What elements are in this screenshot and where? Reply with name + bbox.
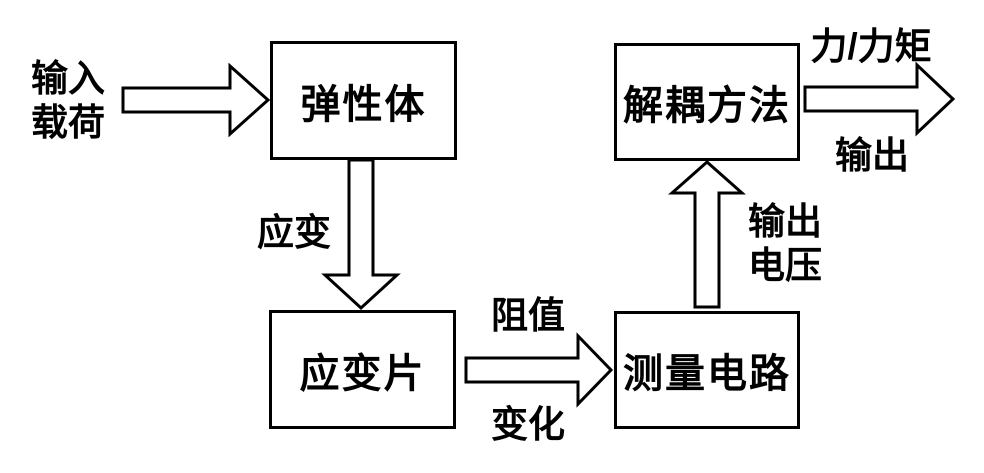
node-elastic-body-label: 弹性体 — [300, 82, 427, 127]
node-measurement-circuit-label: 测量电路 — [623, 352, 791, 396]
output-voltage-label-line2: 电压 — [748, 245, 822, 286]
resistance-label: 阻值 — [491, 295, 565, 336]
output-label: 输出 — [835, 135, 909, 176]
node-elastic-body: 弹性体 — [270, 41, 457, 160]
strain-label: 应变 — [257, 212, 331, 253]
output-voltage-label-line1: 输出 — [748, 201, 822, 242]
node-strain-gauge: 应变片 — [269, 310, 456, 429]
force-torque-label: 力/力矩 — [810, 26, 932, 67]
input-load-label-line2: 载荷 — [31, 102, 105, 143]
node-measurement-circuit: 测量电路 — [614, 311, 800, 429]
node-decoupling-method: 解耦方法 — [614, 43, 800, 161]
resistance-change-label: 变化 — [491, 404, 565, 445]
node-decoupling-method-label: 解耦方法 — [623, 84, 791, 128]
node-strain-gauge-label: 应变片 — [299, 351, 426, 396]
output-voltage-label: 输出 电压 — [737, 200, 833, 288]
input-load-label-line1: 输入 — [31, 58, 105, 99]
input-load-label: 输入 载荷 — [14, 57, 122, 145]
